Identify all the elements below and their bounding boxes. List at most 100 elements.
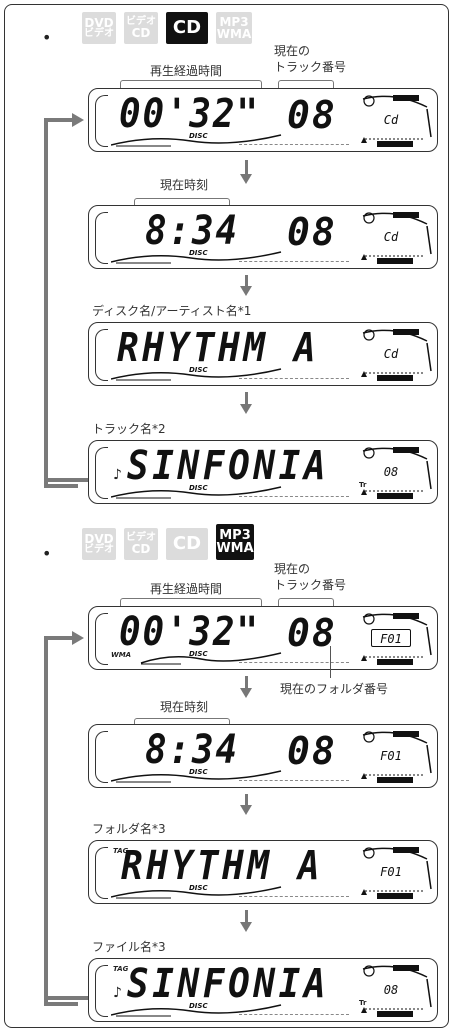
lcd-track-number: 08 — [287, 729, 337, 773]
disc-label: DISC — [189, 249, 208, 257]
tag-indicator: TAG — [113, 847, 129, 855]
disc-label: DISC — [189, 650, 208, 658]
eq-indicator-icon — [361, 95, 432, 147]
current-track-label-2: トラック番号 — [274, 578, 347, 592]
dashed-line — [239, 662, 349, 663]
current-track-label-2: トラック番号 — [274, 60, 347, 74]
disc-swoosh-graphic — [111, 486, 282, 499]
disc-swoosh-graphic — [111, 368, 282, 381]
content-frame — [4, 4, 449, 1028]
mode-cd-badge: CD — [166, 12, 208, 44]
dashed-line — [239, 378, 349, 379]
flow-arrow-down — [240, 174, 252, 184]
tr-label: Tr — [359, 481, 367, 489]
lcd-track-number: 08 — [287, 210, 337, 254]
tag-indicator: TAG — [113, 965, 129, 973]
current-track-label-1: 現在の — [274, 44, 311, 58]
eq-indicator-icon — [361, 329, 432, 381]
disc-label: DISC — [189, 484, 208, 492]
disc-label: DISC — [189, 768, 208, 776]
music-note-icon: ♪ — [113, 467, 122, 483]
lcd-display-file-name: TAG ♪ SINFONIA DISC Tr 08 — [88, 958, 438, 1022]
flow-arrow-stem — [245, 275, 248, 287]
dashed-line — [239, 261, 349, 262]
repeat-loop-arrowhead — [72, 113, 84, 127]
lcd-mini-text: 08 — [383, 983, 399, 997]
flow-arrow-stem — [245, 160, 248, 176]
dashed-line — [239, 1014, 349, 1015]
eq-indicator-icon — [361, 447, 432, 499]
dashed-line — [239, 144, 349, 145]
lens-arc — [95, 447, 108, 499]
folder-number-pointer — [330, 646, 332, 678]
disc-swoosh-graphic — [111, 886, 282, 899]
mode-cd-badge: CD — [166, 528, 208, 560]
flow-arrow-stem — [245, 794, 248, 806]
disc-label: DISC — [189, 884, 208, 892]
dashed-line — [239, 496, 349, 497]
disc-swoosh-graphic — [140, 652, 282, 665]
disc-swoosh-graphic — [111, 251, 282, 264]
flow-arrow-stem — [245, 392, 248, 406]
lcd-main-text: 8:34 — [145, 208, 239, 254]
lcd-track-number: 08 — [287, 611, 337, 655]
flow-arrow-stem — [245, 910, 248, 924]
disc-label: DISC — [189, 1002, 208, 1010]
clock-label: 現在時刻 — [160, 178, 209, 192]
clock-label: 現在時刻 — [160, 700, 209, 714]
dashed-line — [239, 780, 349, 781]
lcd-display-clock: 8:34 08 DISC Cd — [88, 205, 438, 269]
wma-indicator: WMA — [111, 651, 132, 659]
eq-indicator-icon — [361, 212, 432, 264]
repeat-loop-arrowhead — [72, 631, 84, 645]
repeat-loop-line — [44, 118, 78, 488]
disc-swoosh-graphic — [111, 770, 282, 783]
lens-arc — [95, 212, 108, 264]
folder-number-label: 現在のフォルダ番号 — [280, 682, 389, 696]
bullet: • — [42, 28, 52, 47]
lens-arc — [95, 731, 108, 783]
track-bracket — [278, 80, 334, 91]
lcd-display-folder-name: TAG RHYTHM A DISC F01 — [88, 840, 438, 904]
tr-label: Tr — [359, 999, 367, 1007]
repeat-loop-bottom — [44, 478, 88, 482]
flow-arrow-down — [240, 286, 252, 296]
disc-artist-label: ディスク名/アーティスト名*1 — [92, 304, 252, 318]
lcd-main-text: RHYTHM A — [117, 325, 320, 371]
disc-label: DISC — [189, 132, 208, 140]
lcd-main-text: SINFONIA — [127, 961, 330, 1007]
flow-arrow-down — [240, 404, 252, 414]
folder-name-label: フォルダ名*3 — [92, 822, 166, 836]
flow-arrow-stem — [245, 676, 248, 690]
elapsed-time-label: 再生経過時間 — [150, 64, 223, 78]
lens-arc — [95, 847, 108, 899]
lcd-mini-text: Cd — [383, 113, 399, 127]
track-bracket — [278, 598, 334, 609]
dashed-line — [239, 896, 349, 897]
elapsed-bracket — [120, 80, 262, 91]
flow-arrow-down — [240, 805, 252, 815]
lens-arc — [95, 613, 108, 665]
disc-label: DISC — [189, 366, 208, 374]
lcd-mini-text: F01 — [380, 749, 402, 763]
lcd-display-track-name: ♪ SINFONIA DISC Tr 08 — [88, 440, 438, 504]
lcd-display-clock: 8:34 08 DISC F01 — [88, 724, 438, 788]
lcd-track-number: 08 — [287, 93, 337, 137]
lcd-main-text: 00'32" — [119, 609, 260, 655]
music-note-icon: ♪ — [113, 985, 122, 1001]
disc-swoosh-graphic — [111, 134, 282, 147]
lcd-display-elapsed: 00'32" 08 DISC Cd — [88, 88, 438, 152]
flow-arrow-down — [240, 688, 252, 698]
track-name-label: トラック名*2 — [92, 422, 166, 436]
lcd-mini-text: 08 — [383, 465, 399, 479]
lcd-main-text: RHYTHM A — [121, 843, 324, 889]
lcd-display-elapsed: 00'32" 08 WMA DISC F01 — [88, 606, 438, 670]
lcd-main-text: 8:34 — [145, 727, 239, 773]
lcd-mini-text: F01 — [380, 865, 402, 879]
lens-arc — [95, 95, 108, 147]
